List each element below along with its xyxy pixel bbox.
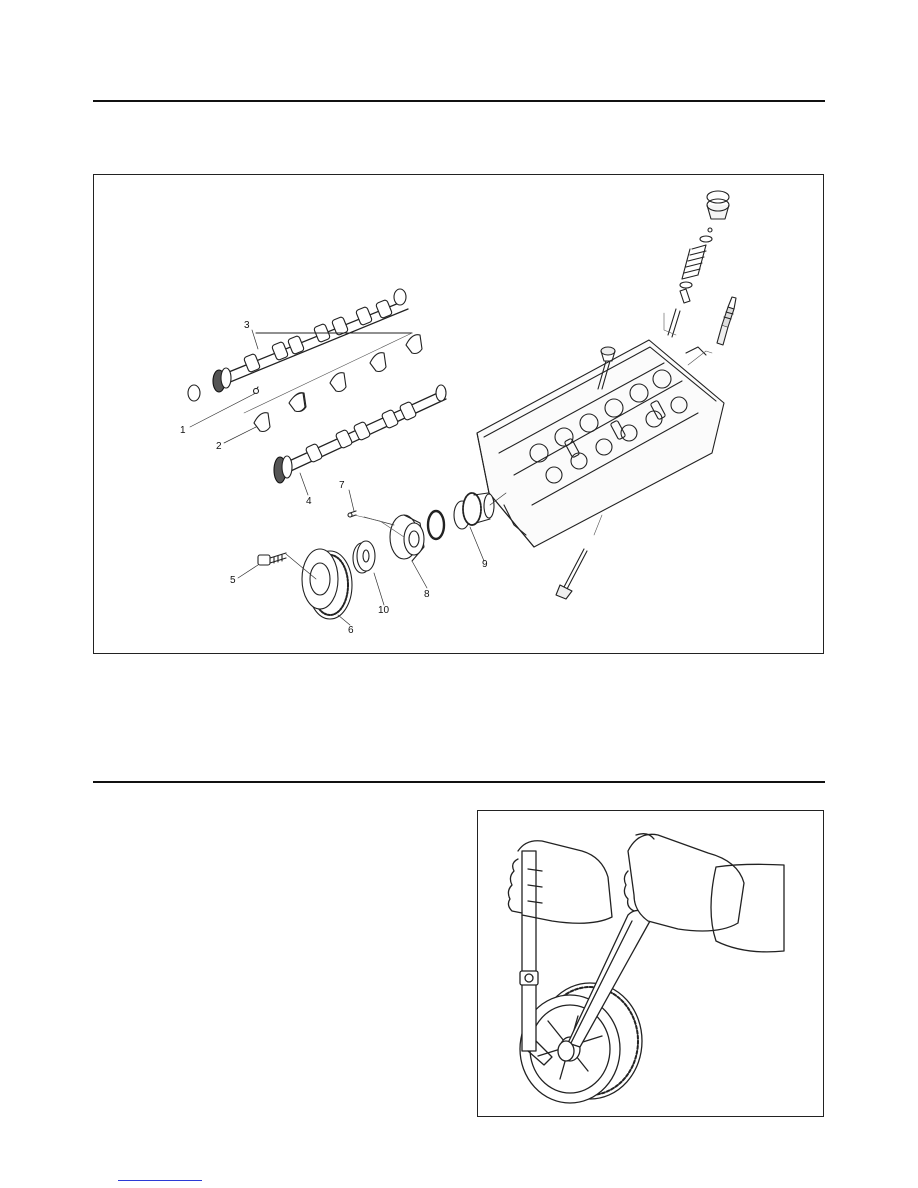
footer-link-underline[interactable]: [118, 1180, 202, 1181]
camshaft-exploded-diagram: 1 2 3 4 5 6 7 8 9 10: [93, 174, 824, 654]
intake-valve: [555, 548, 588, 600]
sprocket-bolt: [257, 552, 287, 566]
phaser-housing: [389, 514, 425, 562]
drive-hub: [453, 492, 495, 530]
exploded-view-drawing: 1 2 3 4 5 6 7 8 9 10: [180, 190, 737, 636]
callout-8: 8: [424, 589, 430, 600]
left-hand: [507, 840, 613, 924]
camshaft-bearing-caps: [253, 332, 423, 433]
callout-7: 7: [339, 480, 345, 491]
top-section-rule: [93, 100, 825, 102]
callout-1: 1: [180, 425, 186, 436]
callout-2: 2: [216, 441, 222, 452]
callout-6: 6: [348, 625, 354, 636]
socket-wrench: [557, 909, 651, 1062]
hands-wrench-drawing: [507, 833, 785, 1104]
callout-9: 9: [482, 559, 488, 570]
sprocket-removal-illustration: [477, 810, 824, 1117]
upper-camshaft: [187, 288, 409, 402]
camshaft-sprocket: [301, 548, 353, 620]
small-screw: [347, 510, 357, 518]
callout-10: 10: [378, 605, 390, 616]
valve-spring-assembly: [679, 190, 730, 304]
sprocket-washer: [352, 540, 376, 574]
valve-stem: [667, 308, 681, 338]
middle-section-rule: [93, 781, 825, 783]
callout-4: 4: [306, 496, 312, 507]
callout-3: 3: [244, 320, 250, 331]
spark-plug: [716, 296, 737, 346]
seal-ring: [426, 509, 446, 541]
cylinder-head-block: [476, 339, 725, 548]
callout-5: 5: [230, 575, 236, 586]
right-hand: [623, 833, 785, 953]
lower-camshaft: [273, 384, 447, 484]
head-bolt: [597, 346, 616, 390]
